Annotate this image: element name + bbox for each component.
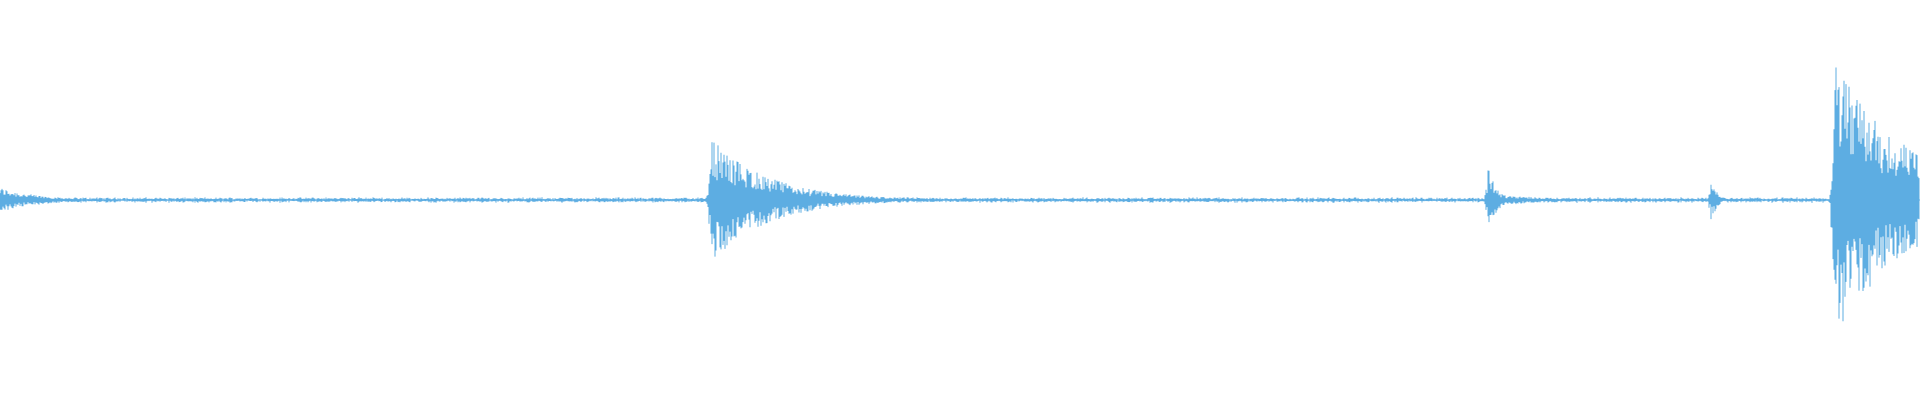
waveform-samples <box>0 67 1920 322</box>
waveform-trace <box>0 67 1920 322</box>
